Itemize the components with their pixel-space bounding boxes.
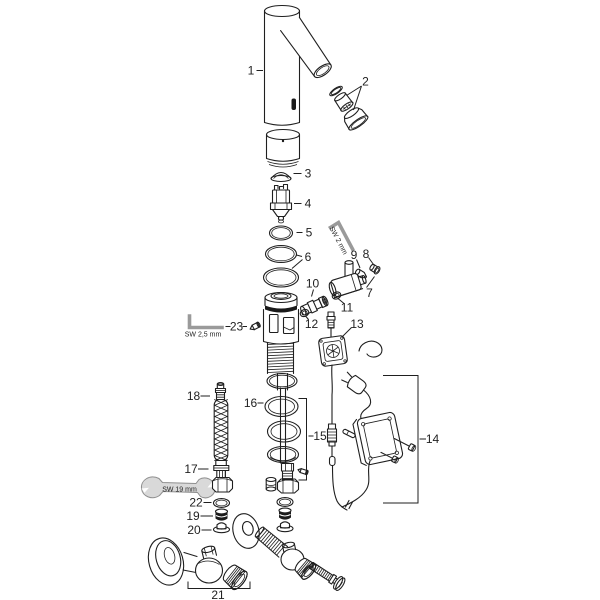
part-label-2: 2 <box>362 75 369 89</box>
part-label-23: 23 <box>230 320 244 334</box>
wire-hook <box>358 340 383 358</box>
washer-16 <box>264 395 299 418</box>
part-label-19: 19 <box>186 509 200 523</box>
sensor-unit-13 <box>318 335 348 367</box>
part-label-11: 11 <box>341 301 354 315</box>
part-label-21: 21 <box>211 588 225 600</box>
sensor-cable-connector <box>326 311 336 339</box>
allen-key-2-5mm-icon <box>187 314 224 330</box>
seal-stack-b <box>276 497 294 533</box>
stack-nut <box>276 478 300 494</box>
dome-seal-3 <box>270 171 292 183</box>
o-ring-6 <box>264 244 298 264</box>
part-label-7: 7 <box>366 286 373 300</box>
box-screw-lower <box>380 451 399 464</box>
thread-section <box>266 341 295 375</box>
part-label-14: 14 <box>426 432 440 446</box>
o-ring-5 <box>268 225 294 241</box>
solenoid-cartridge-4 <box>269 183 293 224</box>
part-label-13: 13 <box>350 317 364 331</box>
power-plug <box>341 371 367 395</box>
box-pin <box>342 428 356 439</box>
supply-hose-18 <box>213 381 230 479</box>
seal-stack-a <box>212 498 231 534</box>
hose-nut-17 <box>211 476 234 493</box>
part-label-4: 4 <box>305 197 312 211</box>
allen-key-2mm-icon <box>328 219 355 252</box>
o-ring-large <box>262 267 300 288</box>
part-label-17: 17 <box>184 462 198 476</box>
faucet-base-body <box>262 291 300 391</box>
part-label-15: 15 <box>313 429 327 443</box>
tool-label-sw-2-5mm: SW 2,5 mm <box>185 332 222 339</box>
bracket-15 <box>298 398 307 481</box>
filter-cartridge-10 <box>300 295 329 316</box>
part-label-1: 1 <box>248 64 255 78</box>
part-label-16: 16 <box>244 396 258 410</box>
part-label-8: 8 <box>363 247 370 261</box>
seal-20 <box>212 522 231 534</box>
hose-connector-17 <box>213 459 230 479</box>
box-wire <box>341 460 371 510</box>
tool-label-sw-2mm: SW 2 mm <box>328 226 349 257</box>
seal-19 <box>214 508 229 521</box>
washer-stack <box>264 372 309 494</box>
tool-labels: SW 2 mm SW 2,5 mm SW 19 mm <box>162 226 348 494</box>
valve-21-knob <box>222 564 248 591</box>
stack-union <box>280 462 295 481</box>
check-valve-7 <box>328 260 367 298</box>
part-label-22: 22 <box>189 496 203 510</box>
part-label-10: 10 <box>306 277 320 291</box>
part-labels: 1 2 3 4 5 6 7 8 9 10 11 12 13 14 15 16 1… <box>184 64 439 600</box>
part-label-18: 18 <box>187 389 201 403</box>
leader-lines <box>198 70 426 531</box>
angle-valve-corrugated <box>254 526 317 580</box>
faucet-spout <box>280 16 332 79</box>
shaft-sleeve <box>265 128 301 168</box>
tool-label-sw-19mm: SW 19 mm <box>162 487 197 494</box>
part-label-12: 12 <box>305 317 319 331</box>
valve-2-knob <box>294 557 317 580</box>
part-label-6: 6 <box>305 250 312 264</box>
aerator-set <box>329 85 369 131</box>
escutcheon-disc <box>232 513 260 549</box>
grub-screw-23 <box>249 321 261 331</box>
control-box-14 <box>352 411 404 466</box>
washer-22 <box>212 498 231 508</box>
part-label-9: 9 <box>351 248 358 262</box>
part-label-5: 5 <box>306 226 313 240</box>
sensor-cable-lower <box>326 364 348 511</box>
open-end-wrench-19mm-icon <box>140 476 216 499</box>
sensor-window <box>291 98 296 110</box>
screw-9 <box>354 268 367 279</box>
box-screw-upper <box>393 438 417 452</box>
valve-2-top-nut <box>282 541 297 553</box>
mounting-bolt <box>308 562 346 591</box>
faucet-body <box>263 4 332 126</box>
part-label-3: 3 <box>305 167 312 181</box>
screw-8 <box>369 263 381 275</box>
part-label-20: 20 <box>187 523 201 537</box>
angle-valve-21 <box>147 537 248 591</box>
bracket-21 <box>187 581 251 589</box>
valve-21-top-nut <box>201 545 218 560</box>
stack-spacer <box>265 476 277 492</box>
bracket-14 <box>383 375 419 504</box>
